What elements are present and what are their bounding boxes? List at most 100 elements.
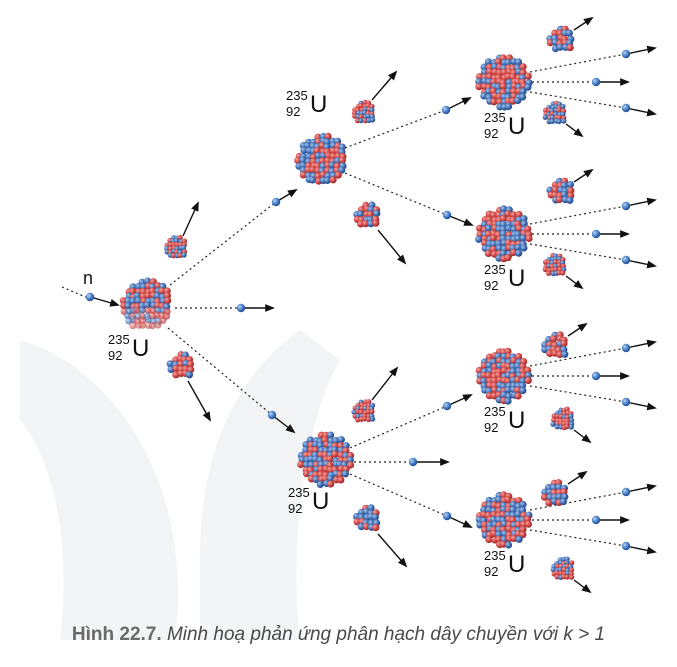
fission-fragment <box>351 99 376 124</box>
trajectory-arrow <box>446 394 473 407</box>
free-neutron <box>267 410 277 420</box>
caption-text: Minh hoạ phản ứng phân hạch dây chuyền v… <box>166 624 606 645</box>
neutron-ball <box>566 181 575 189</box>
mass-number: 235 <box>286 88 308 103</box>
proton-ball <box>366 399 372 405</box>
element-symbol: U <box>508 551 525 578</box>
proton-ball <box>311 446 320 454</box>
trajectory-arrow <box>625 545 657 555</box>
free-neutron <box>621 343 631 353</box>
proton-ball <box>366 416 372 423</box>
proton-ball <box>555 195 564 204</box>
trajectory-arrow <box>93 297 120 307</box>
proton-ball <box>504 210 512 218</box>
trajectory-arrow <box>377 229 407 265</box>
neutron-path-dotted <box>344 172 448 216</box>
proton-ball <box>551 417 557 423</box>
neutron-ball <box>299 156 307 164</box>
element-symbol: U <box>508 265 525 292</box>
proton-ball <box>504 496 512 504</box>
proton-ball <box>525 234 533 243</box>
neutron-ball <box>342 442 350 450</box>
neutron-path-dotted <box>529 205 627 225</box>
trajectory-arrow <box>573 429 592 444</box>
fission-fragment <box>541 331 569 359</box>
proton-ball <box>546 349 554 358</box>
neutron-ball <box>308 176 317 184</box>
fission-fragment <box>353 201 381 228</box>
proton-ball <box>186 360 194 368</box>
neutron-ball <box>326 474 334 483</box>
free-neutron <box>621 541 631 551</box>
neutron-ball <box>560 103 566 110</box>
trajectory-arrow <box>446 515 473 528</box>
neutron-ball <box>550 567 556 573</box>
neutron-ball <box>358 118 364 124</box>
proton-ball <box>362 522 370 531</box>
neutron-ball <box>489 240 498 248</box>
neutron-ball <box>357 210 365 218</box>
neutron-ball <box>542 114 548 120</box>
trajectory-arrow <box>377 533 408 568</box>
uranium-235-nucleus-gen3 <box>475 491 533 549</box>
neutron-path-dotted <box>61 286 89 299</box>
neutron-ball <box>475 235 483 243</box>
neutron-ball <box>556 43 564 51</box>
proton-ball <box>486 67 494 76</box>
mass-number: 235 <box>108 332 130 347</box>
proton-ball <box>556 107 562 114</box>
proton-ball <box>569 574 575 580</box>
neutron-ball <box>515 249 523 257</box>
neutron-ball <box>367 504 375 512</box>
proton-ball <box>485 535 493 544</box>
figure-caption: Hình 22.7. Minh hoạ phản ứng phân hạch d… <box>0 624 677 646</box>
neutron-ball <box>561 350 569 358</box>
proton-ball <box>334 171 342 179</box>
neutron-ball <box>515 58 523 66</box>
neutron-ball <box>504 102 513 111</box>
fission-fragment <box>550 406 575 431</box>
trajectory-arrow <box>565 123 584 138</box>
neutron-ball <box>484 58 493 66</box>
element-symbol: U <box>312 488 329 515</box>
neutron-ball <box>370 117 376 123</box>
proton-ball <box>177 252 183 258</box>
neutron-ball <box>312 475 320 484</box>
uranium-235-nucleus-gen3 <box>475 205 533 263</box>
free-neutron <box>621 201 631 211</box>
neutron-ball <box>485 224 493 232</box>
free-neutron <box>442 511 452 521</box>
atomic-number: 92 <box>484 278 498 293</box>
fission-fragment <box>351 399 376 423</box>
mass-number: 235 <box>484 262 506 277</box>
neutron-ball <box>129 297 137 305</box>
neutron-path-dotted <box>529 529 627 547</box>
element-symbol: U <box>508 407 525 434</box>
free-neutron <box>271 197 281 207</box>
fission-fragment <box>546 25 575 53</box>
fission-fragment <box>353 504 381 532</box>
neutron-ball <box>520 244 528 252</box>
free-neutron <box>85 292 95 302</box>
trajectory-arrow <box>625 339 657 349</box>
neutron-ball <box>124 302 132 310</box>
neutron-ball <box>337 436 345 444</box>
free-neutron <box>442 210 452 220</box>
neutron-ball <box>166 360 174 368</box>
trajectory-arrow <box>573 168 594 183</box>
proton-ball <box>154 321 162 329</box>
proton-ball <box>524 520 533 528</box>
neutron-ball <box>185 371 193 379</box>
fission-fragment <box>546 177 575 204</box>
neutron-ball <box>515 535 523 543</box>
proton-ball <box>148 322 157 330</box>
neutron-path-dotted <box>529 491 627 511</box>
proton-ball <box>491 386 499 394</box>
proton-ball <box>552 259 559 265</box>
free-neutron <box>591 77 601 87</box>
trajectory-arrow <box>625 45 657 55</box>
atomic-number: 92 <box>484 564 498 579</box>
